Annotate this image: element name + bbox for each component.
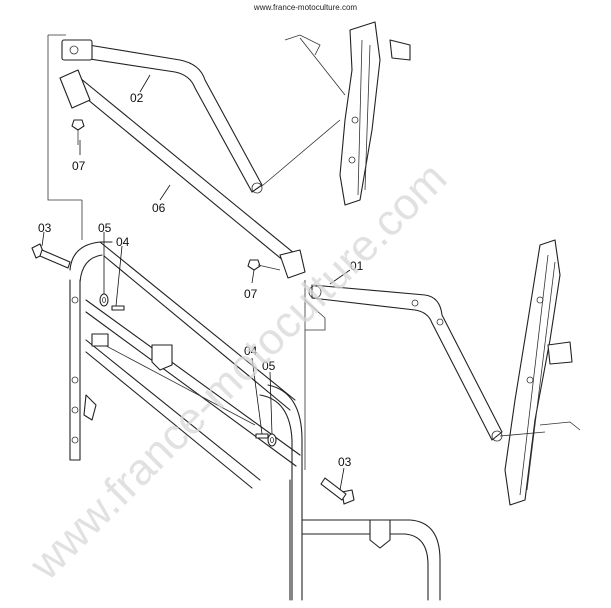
callout-02: 02 xyxy=(130,91,144,105)
callout-05-right: 05 xyxy=(262,359,276,373)
pin-04-right xyxy=(255,433,269,439)
pin-04-left xyxy=(111,305,125,311)
assembly-guide-lines xyxy=(47,34,326,470)
bolt-07-upper xyxy=(71,119,85,145)
main-frame xyxy=(69,241,441,601)
callout-06: 06 xyxy=(152,201,166,215)
callout-07-upper: 07 xyxy=(72,159,86,173)
washer-05-right xyxy=(267,433,277,447)
washer-05-left xyxy=(99,293,109,307)
callout-05-left: 05 xyxy=(98,221,112,235)
part-06-cross-tube xyxy=(59,69,306,279)
callout-03-right: 03 xyxy=(338,455,352,469)
part-01-lower-arm xyxy=(308,284,503,442)
callout-04-right: 04 xyxy=(244,344,258,358)
callout-01: 01 xyxy=(350,259,364,273)
leader-lines xyxy=(41,74,351,491)
upper-right-mechanism xyxy=(261,21,411,206)
callout-03-left: 03 xyxy=(38,221,52,235)
bolt-03-right xyxy=(320,477,355,505)
bolt-03-left xyxy=(31,243,71,269)
lower-right-mechanism xyxy=(499,239,581,506)
callout-labels: 02 07 06 03 05 04 07 01 04 05 03 xyxy=(38,91,364,469)
callout-07-lower: 07 xyxy=(244,287,258,301)
bolt-07-lower xyxy=(247,259,281,271)
source-url: www.france-motoculture.com xyxy=(253,3,358,12)
callout-04-left: 04 xyxy=(116,235,130,249)
part-02-upper-arm xyxy=(61,39,263,194)
